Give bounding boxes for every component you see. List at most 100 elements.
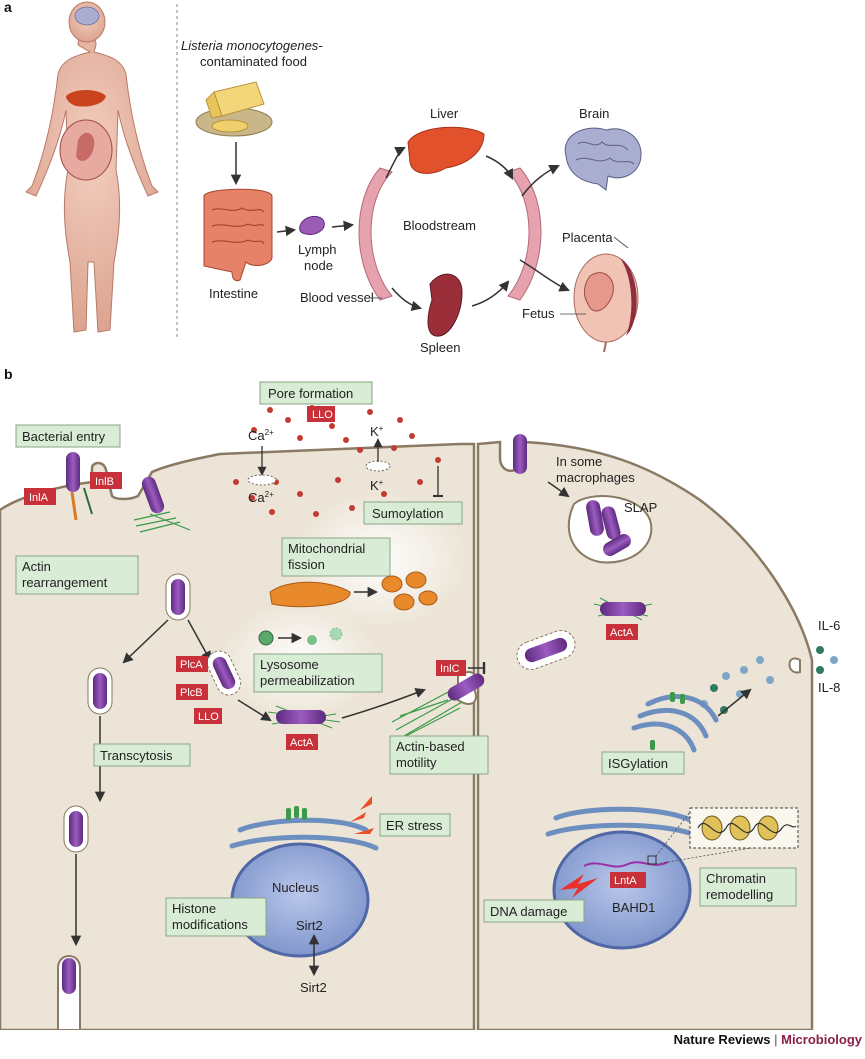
- golgi-icon: [631, 694, 719, 753]
- llo-mid-badge: [194, 708, 222, 724]
- ca-bottom-label: Ca2+: [248, 490, 274, 505]
- brain-icon: [74, 6, 100, 26]
- llo-top-label: LLO: [312, 409, 333, 421]
- inla-label: InlA: [29, 492, 49, 504]
- entering-bacterium: [66, 452, 80, 492]
- transcytosis-label: Transcytosis: [100, 748, 173, 763]
- credit-separator: |: [774, 1032, 778, 1047]
- lymph-node-icon: [299, 216, 325, 235]
- k-bottom-label: K+: [370, 478, 384, 493]
- blood-vessel-right: [507, 167, 542, 301]
- liver-label: Liver: [430, 106, 459, 121]
- intestine-label: Intestine: [209, 286, 258, 301]
- chromatin-label-1: Chromatin: [706, 871, 766, 886]
- er-stress-label: ER stress: [386, 818, 443, 833]
- isgylation-label: ISGylation: [608, 756, 668, 771]
- inlc-label: InlC: [440, 663, 460, 675]
- brain-label: Brain: [579, 106, 609, 121]
- journal-credit: Nature Reviews | Microbiology: [0, 1032, 862, 1047]
- pore-formation-label: Pore formation: [268, 386, 353, 401]
- er-stress-icon: [350, 796, 374, 834]
- macrophage-label-1: In some: [556, 454, 602, 469]
- mitochondrion-icon: [269, 581, 351, 608]
- exiting-bacterium: [62, 958, 76, 994]
- panel-b-letter: b: [4, 366, 13, 382]
- lysosome-permeabilization-box: [253, 653, 383, 693]
- actin-rearrangement-label-2: rearrangement: [22, 575, 108, 590]
- acta-right-label: ActA: [610, 627, 634, 639]
- arrow-intestine-to-lymph: [276, 225, 297, 237]
- bloodstream-label: Bloodstream: [403, 218, 476, 233]
- histone-label-1: Histone: [172, 901, 216, 916]
- macrophage-label-2: macrophages: [556, 470, 635, 485]
- actin-motility-label-1: Actin-based: [396, 739, 465, 754]
- mito-label-1: Mitochondrial: [288, 541, 365, 556]
- chromatin-label-2: remodelling: [706, 887, 773, 902]
- sumoylation-box: [363, 501, 463, 525]
- il8-label: IL-8: [818, 680, 840, 695]
- chromatin-remodelling-box: [699, 867, 797, 907]
- actin-motility-box: [389, 735, 489, 775]
- food-label-line2: contaminated food: [200, 54, 307, 69]
- plcb-badge: [176, 684, 208, 700]
- inlb-badge: [90, 472, 122, 489]
- sumoylation-label: Sumoylation: [372, 506, 444, 521]
- spleen-icon: [427, 273, 463, 337]
- lnta-label: LntA: [614, 875, 637, 887]
- fetus-label: Fetus: [522, 306, 555, 321]
- infection-diagram: a Listeria monocytogenes- contaminated f…: [0, 0, 840, 1032]
- intestine-icon: [203, 188, 273, 282]
- plcb-label: PlcB: [180, 687, 203, 699]
- nucleus-label: Nucleus: [272, 880, 319, 895]
- transcytosis-box: [93, 743, 191, 767]
- human-body-illustration: [25, 1, 159, 333]
- entering-bacterium-right: [513, 434, 527, 474]
- brain-organ-icon: [564, 127, 642, 191]
- endoplasmic-reticulum-left: [229, 817, 379, 851]
- cheese-icon: [195, 81, 273, 137]
- escaping-bacterium: [212, 656, 236, 690]
- actin-motility-label-2: motility: [396, 755, 437, 770]
- acta-right-badge: [606, 624, 638, 640]
- cytokine-dots: [700, 646, 838, 714]
- blood-vessel-label: Blood vessel: [300, 290, 374, 305]
- liver-organ-icon: [407, 126, 485, 174]
- plca-badge: [176, 656, 208, 672]
- dna-damage-label: DNA damage: [490, 904, 567, 919]
- publisher-name: Nature Reviews: [673, 1032, 771, 1047]
- spreading-bacterium: [524, 637, 568, 663]
- fetus-in-uterus-icon: [573, 253, 639, 353]
- inla-badge: [24, 488, 56, 505]
- blood-vessel-left: [358, 167, 393, 301]
- lyso-label-1: Lysosome: [260, 657, 319, 672]
- inlb-label: InlB: [95, 476, 114, 488]
- actin-rearrangement-bacterium: [133, 476, 191, 533]
- isgylation-box: [601, 751, 685, 775]
- bacterial-entry-label: Bacterial entry: [22, 429, 106, 444]
- liver-icon: [66, 90, 106, 107]
- dna-damage-box: [483, 899, 585, 923]
- llo-top-badge: [307, 406, 335, 422]
- nucleus-right: [552, 830, 692, 950]
- histone-label-2: modifications: [172, 917, 248, 932]
- nucleosome-icon: [697, 815, 797, 841]
- er-stress-box: [379, 813, 451, 837]
- acta-left-badge: [286, 734, 318, 750]
- llo-mid-label: LLO: [198, 711, 219, 723]
- actin-rearrangement-label-1: Actin: [22, 559, 51, 574]
- sirt2-inside-label: Sirt2: [296, 918, 323, 933]
- panel-a-letter: a: [4, 0, 12, 15]
- cytosolic-bacterium-acta-right: [593, 597, 653, 621]
- cytosolic-bacterium-acta-left: [267, 705, 341, 729]
- chromatin-strand: [583, 861, 669, 868]
- il6-label: IL-6: [818, 618, 840, 633]
- journal-name: Microbiology: [781, 1032, 862, 1047]
- sirt2-outside-label: Sirt2: [300, 980, 327, 995]
- food-label: Listeria monocytogenes-: [181, 38, 323, 53]
- transcytosis-bacterium-2: [69, 811, 83, 847]
- lymph-label-2: node: [304, 258, 333, 273]
- ca-top-label: Ca2+: [248, 428, 274, 443]
- vacuole-bacterium: [171, 579, 185, 615]
- pore-formation-box: [259, 381, 373, 405]
- transcytosis-bacterium-1: [93, 673, 107, 709]
